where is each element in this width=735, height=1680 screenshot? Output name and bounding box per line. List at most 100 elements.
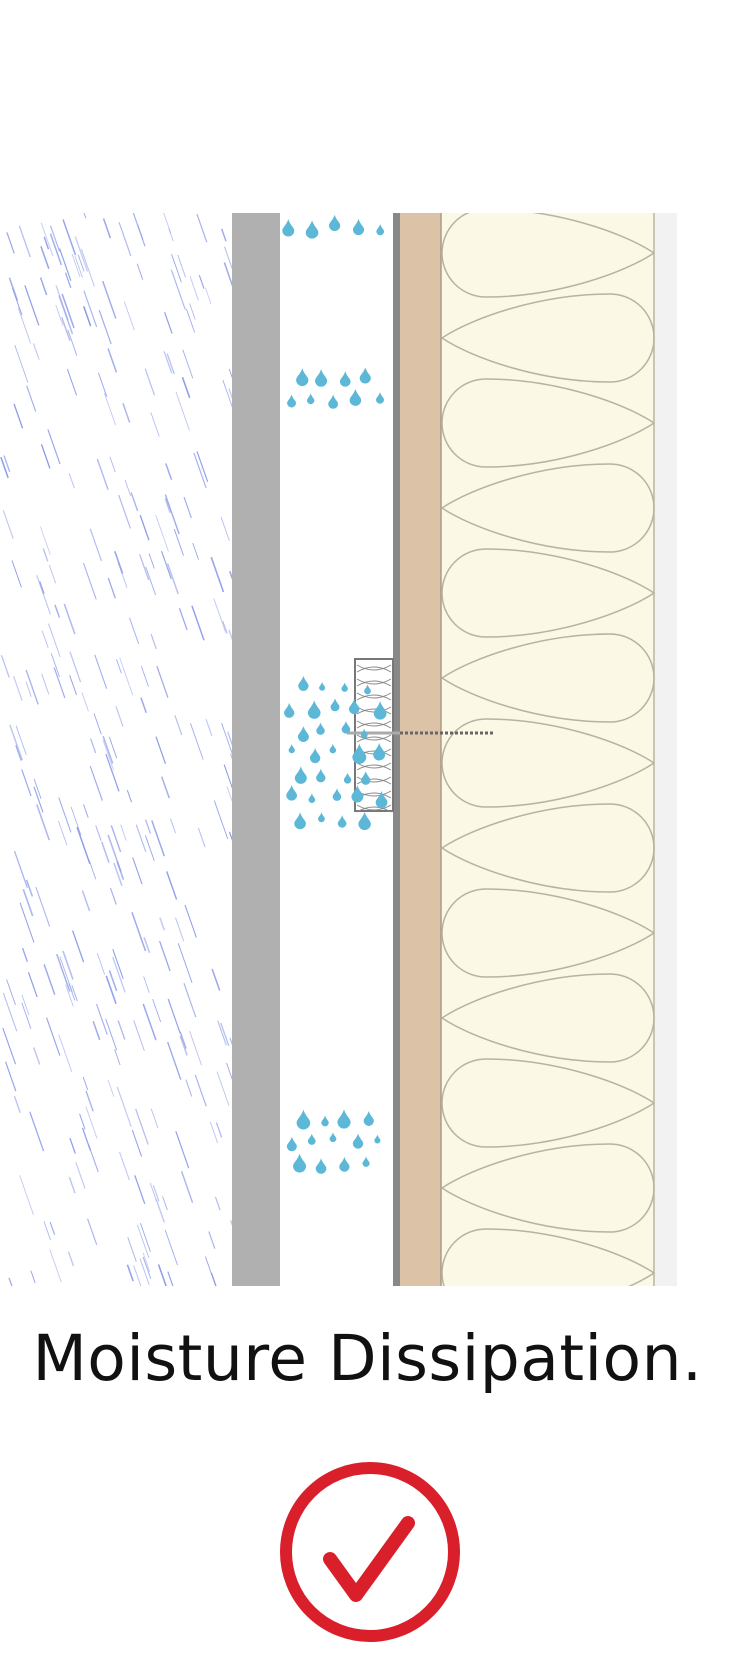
rain-streak [33, 1047, 41, 1065]
water-droplet [330, 698, 340, 712]
rain-streak [55, 304, 64, 326]
rain-streak [119, 657, 134, 696]
rain-streak [214, 1196, 221, 1211]
rain-streak [140, 666, 149, 687]
rain-streak [2, 1027, 17, 1065]
rain-streak [196, 451, 209, 482]
rain-streak [115, 706, 124, 727]
rain-streak [105, 975, 117, 1004]
rain-streak [179, 1031, 187, 1049]
rain-streak [104, 393, 116, 426]
insulation-fibre-loop [441, 1058, 656, 1148]
rain-streak [25, 879, 34, 897]
rain-streak [144, 368, 156, 396]
rain-streak [191, 605, 205, 641]
rain-streak [48, 623, 61, 658]
rain-streak [90, 738, 97, 754]
water-droplet [358, 811, 371, 831]
rain-streak [117, 1020, 126, 1040]
rain-streak [14, 344, 29, 383]
rain-streak [116, 861, 125, 880]
rain-streak [49, 225, 61, 252]
rain-streak [220, 228, 227, 242]
rain-streak [194, 1074, 207, 1107]
breather-membrane [393, 213, 400, 1286]
rain-streak [101, 841, 110, 863]
rain-streak [159, 917, 166, 931]
water-droplets [282, 214, 388, 1174]
rain-streak [114, 1049, 121, 1066]
rain-streak [175, 391, 190, 431]
rain-streak [43, 964, 56, 995]
rain-streak [210, 556, 225, 593]
rain-streak [204, 287, 212, 304]
timber-sheathing [400, 213, 441, 1286]
rain-streak [64, 272, 72, 289]
rain-streak [25, 669, 39, 705]
rain-streak [77, 254, 85, 272]
rain-streak [182, 349, 194, 379]
rain-streak [93, 713, 102, 735]
rain-streak [183, 496, 192, 519]
rain-streak [193, 452, 207, 489]
rain-streak [107, 1079, 115, 1097]
insulation-layer [442, 213, 654, 1286]
water-droplet [286, 1136, 297, 1152]
rain-streak [164, 498, 172, 514]
water-droplet [375, 791, 388, 809]
water-droplet [349, 389, 362, 406]
rain-streak [11, 287, 23, 316]
water-droplet [318, 812, 325, 823]
rain-streak [166, 871, 178, 900]
water-droplet [339, 371, 351, 387]
insulation-fibre-loop [441, 548, 656, 638]
rain-streak [179, 1035, 188, 1056]
rain-streak [150, 1108, 159, 1128]
rain-streak [135, 824, 147, 852]
rain-streak [166, 563, 179, 595]
rain-streak [175, 1131, 190, 1169]
rain-streak [220, 516, 230, 541]
rain-streak [189, 1030, 202, 1066]
rain-streak [130, 492, 139, 512]
rain-streak [189, 303, 196, 320]
rain-streak [58, 295, 74, 335]
rain-streak [220, 1022, 230, 1047]
water-droplet [288, 744, 295, 754]
rain-streak [13, 850, 28, 888]
water-droplet [306, 393, 315, 405]
rain-streak [150, 412, 160, 437]
rain-streak [41, 630, 49, 648]
rain-streak [68, 982, 76, 1001]
water-droplet [321, 1115, 329, 1127]
rain-streak [53, 667, 66, 699]
insulation-fibre-loop [441, 1228, 656, 1300]
rain-streak [15, 725, 27, 755]
rain-streak [89, 765, 103, 801]
water-droplet [352, 1133, 364, 1149]
rain-streak [83, 306, 92, 327]
water-droplet [294, 766, 307, 784]
rain-streak [13, 403, 24, 429]
rain-streak [26, 385, 37, 412]
insulation-fibre-loop [441, 378, 656, 468]
water-droplet [374, 1134, 381, 1144]
rain-streak [63, 603, 76, 635]
rain-streak [178, 607, 188, 630]
rain-streak [161, 550, 172, 580]
rain-streak [155, 1199, 165, 1223]
rain-streak [81, 890, 91, 912]
rain-streak [36, 575, 51, 615]
insulation-fibre-loop [441, 888, 656, 978]
insulation-fibre-loop [440, 973, 655, 1063]
rain-streak [75, 1162, 86, 1189]
water-droplet [360, 771, 371, 785]
rain-streak [43, 236, 50, 250]
rain-streak [127, 1237, 137, 1262]
rain-streak [144, 819, 152, 834]
rain-streak [162, 1196, 168, 1211]
rain-streak [58, 1034, 73, 1073]
rain-streak [105, 753, 120, 792]
rain-streak [96, 953, 106, 975]
rain-streak [69, 675, 77, 695]
